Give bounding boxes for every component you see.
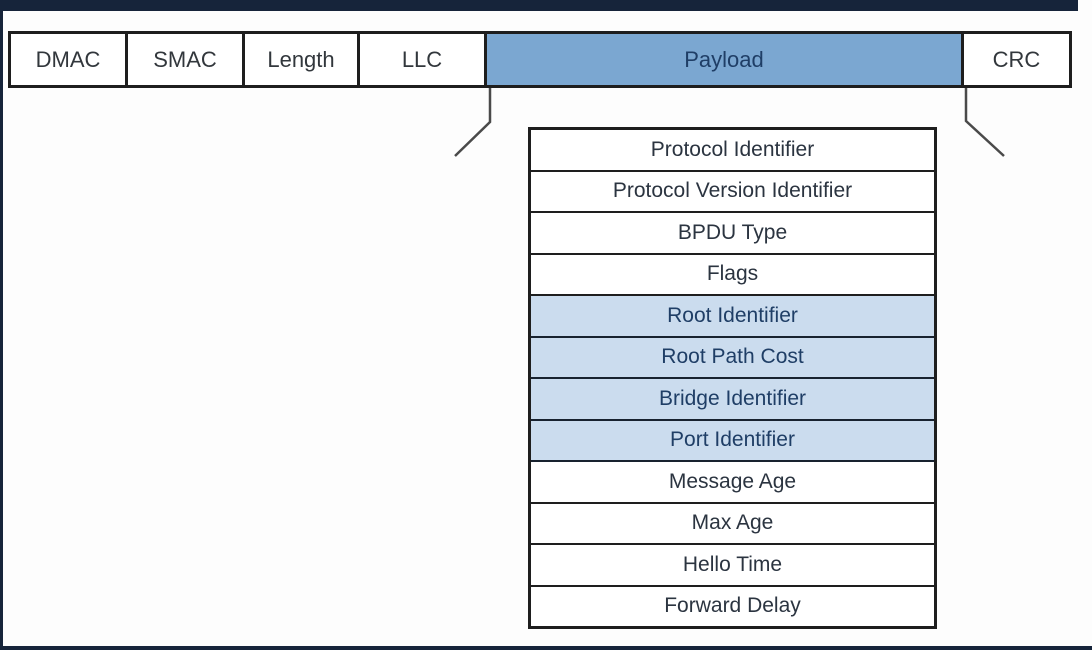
- bpdu-row-label: BPDU Type: [677, 220, 788, 244]
- bpdu-row-label: Forward Delay: [664, 594, 801, 618]
- right-callout-line: [964, 88, 1005, 157]
- bpdu-row-label: Root Identifier: [667, 303, 798, 327]
- frame-field-label: Payload: [684, 46, 764, 72]
- bpdu-row-hello-time: Hello Time: [531, 545, 934, 587]
- frame-field-llc: LLC: [360, 31, 487, 88]
- frame-field-payload: Payload: [487, 31, 964, 88]
- bpdu-row-label: Root Path Cost: [661, 345, 804, 369]
- frame-field-smac: SMAC: [128, 31, 245, 88]
- frame-field-label: DMAC: [35, 46, 101, 72]
- bpdu-row-label: Hello Time: [682, 552, 783, 576]
- bpdu-row-root-path-cost: Root Path Cost: [531, 337, 934, 379]
- bpdu-row-flags: Flags: [531, 254, 934, 296]
- bpdu-row-label: Flags: [706, 262, 759, 286]
- window-left-edge: [0, 11, 3, 650]
- ethernet-frame-row: DMAC SMAC Length LLC Payload CRC: [8, 31, 1072, 88]
- left-callout-line: [454, 88, 492, 157]
- bpdu-row-message-age: Message Age: [531, 462, 934, 504]
- bpdu-row-protocol-identifier: Protocol Identifier: [531, 130, 934, 172]
- bpdu-row-root-identifier: Root Identifier: [531, 296, 934, 338]
- frame-field-label: SMAC: [153, 46, 217, 72]
- bpdu-row-label: Message Age: [668, 469, 797, 493]
- bpdu-row-protocol-version-identifier: Protocol Version Identifier: [531, 171, 934, 213]
- window-top-edge: [0, 0, 1078, 11]
- bpdu-row-max-age: Max Age: [531, 503, 934, 545]
- bpdu-row-label: Port Identifier: [670, 428, 795, 452]
- window-bottom-edge: [0, 646, 1092, 650]
- frame-field-crc: CRC: [964, 31, 1072, 88]
- frame-field-dmac: DMAC: [8, 31, 128, 88]
- bpdu-row-label: Max Age: [691, 511, 774, 535]
- frame-field-length: Length: [245, 31, 360, 88]
- bpdu-row-port-identifier: Port Identifier: [531, 420, 934, 462]
- bpdu-row-label: Protocol Identifier: [650, 137, 815, 161]
- bpdu-row-forward-delay: Forward Delay: [531, 586, 934, 626]
- bpdu-row-label: Protocol Version Identifier: [612, 179, 853, 203]
- frame-field-label: LLC: [401, 46, 443, 72]
- frame-field-label: CRC: [992, 46, 1041, 72]
- bpdu-row-bpdu-type: BPDU Type: [531, 213, 934, 255]
- bpdu-row-label: Bridge Identifier: [658, 386, 807, 410]
- frame-field-label: Length: [267, 46, 335, 72]
- bpdu-fields-table: Protocol Identifier Protocol Version Ide…: [528, 127, 937, 629]
- bpdu-row-bridge-identifier: Bridge Identifier: [531, 379, 934, 421]
